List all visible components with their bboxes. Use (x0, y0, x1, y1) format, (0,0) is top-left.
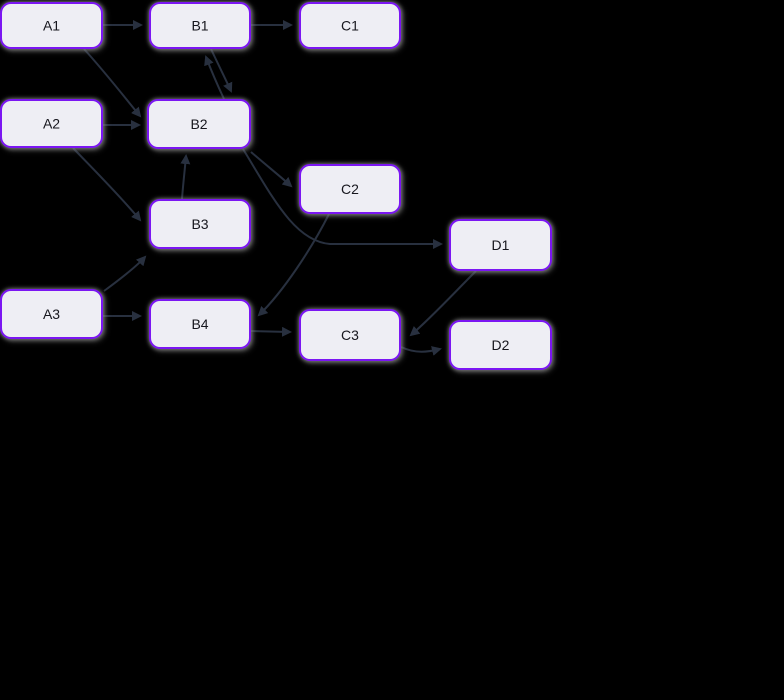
node-B1: B1 (149, 2, 251, 49)
node-label-A1: A1 (43, 18, 60, 34)
node-label-D1: D1 (492, 237, 510, 253)
edge-C2-B4 (257, 213, 330, 317)
node-box-B4 (149, 299, 251, 349)
node-box-C3 (299, 309, 401, 361)
node-label-A3: A3 (43, 306, 60, 322)
node-D2: D2 (449, 320, 552, 370)
node-box-C2 (299, 164, 401, 214)
node-box-B2 (147, 99, 251, 149)
node-label-B1: B1 (191, 18, 208, 34)
node-B2: B2 (147, 99, 251, 149)
node-A3: A3 (0, 289, 103, 339)
node-box-A1 (0, 2, 103, 49)
node-label-C1: C1 (341, 18, 359, 34)
node-box-D1 (449, 219, 552, 271)
node-label-C2: C2 (341, 181, 359, 197)
node-label-A2: A2 (43, 116, 60, 132)
node-A2: A2 (0, 99, 103, 148)
edge-D1-C3 (409, 270, 477, 337)
node-D1: D1 (449, 219, 552, 271)
node-B4: B4 (149, 299, 251, 349)
node-box-D2 (449, 320, 552, 370)
edge-B4-C3 (250, 326, 292, 337)
node-B3: B3 (149, 199, 251, 249)
node-A1: A1 (0, 2, 103, 49)
node-C1: C1 (299, 2, 401, 49)
edge-B2-D1 (242, 148, 443, 249)
node-label-B4: B4 (191, 316, 208, 332)
node-label-D2: D2 (492, 337, 510, 353)
edge-A2-B3 (72, 147, 142, 222)
edge-B1-B2 (210, 48, 233, 93)
node-C2: C2 (299, 164, 401, 214)
edge-B2-B1 (204, 55, 225, 100)
node-box-A2 (0, 99, 103, 148)
edge-C3-D2 (400, 346, 442, 356)
node-box-B3 (149, 199, 251, 249)
node-box-B1 (149, 2, 251, 49)
edge-A1-B2 (83, 48, 142, 118)
node-label-B3: B3 (191, 216, 208, 232)
edge-B2-C2 (250, 151, 293, 188)
node-label-C3: C3 (341, 327, 359, 343)
node-label-B2: B2 (190, 116, 207, 132)
edge-B3-B2 (180, 154, 191, 200)
edge-A3-B3 (103, 255, 147, 292)
node-box-A3 (0, 289, 103, 339)
node-box-C1 (299, 2, 401, 49)
node-C3: C3 (299, 309, 401, 361)
